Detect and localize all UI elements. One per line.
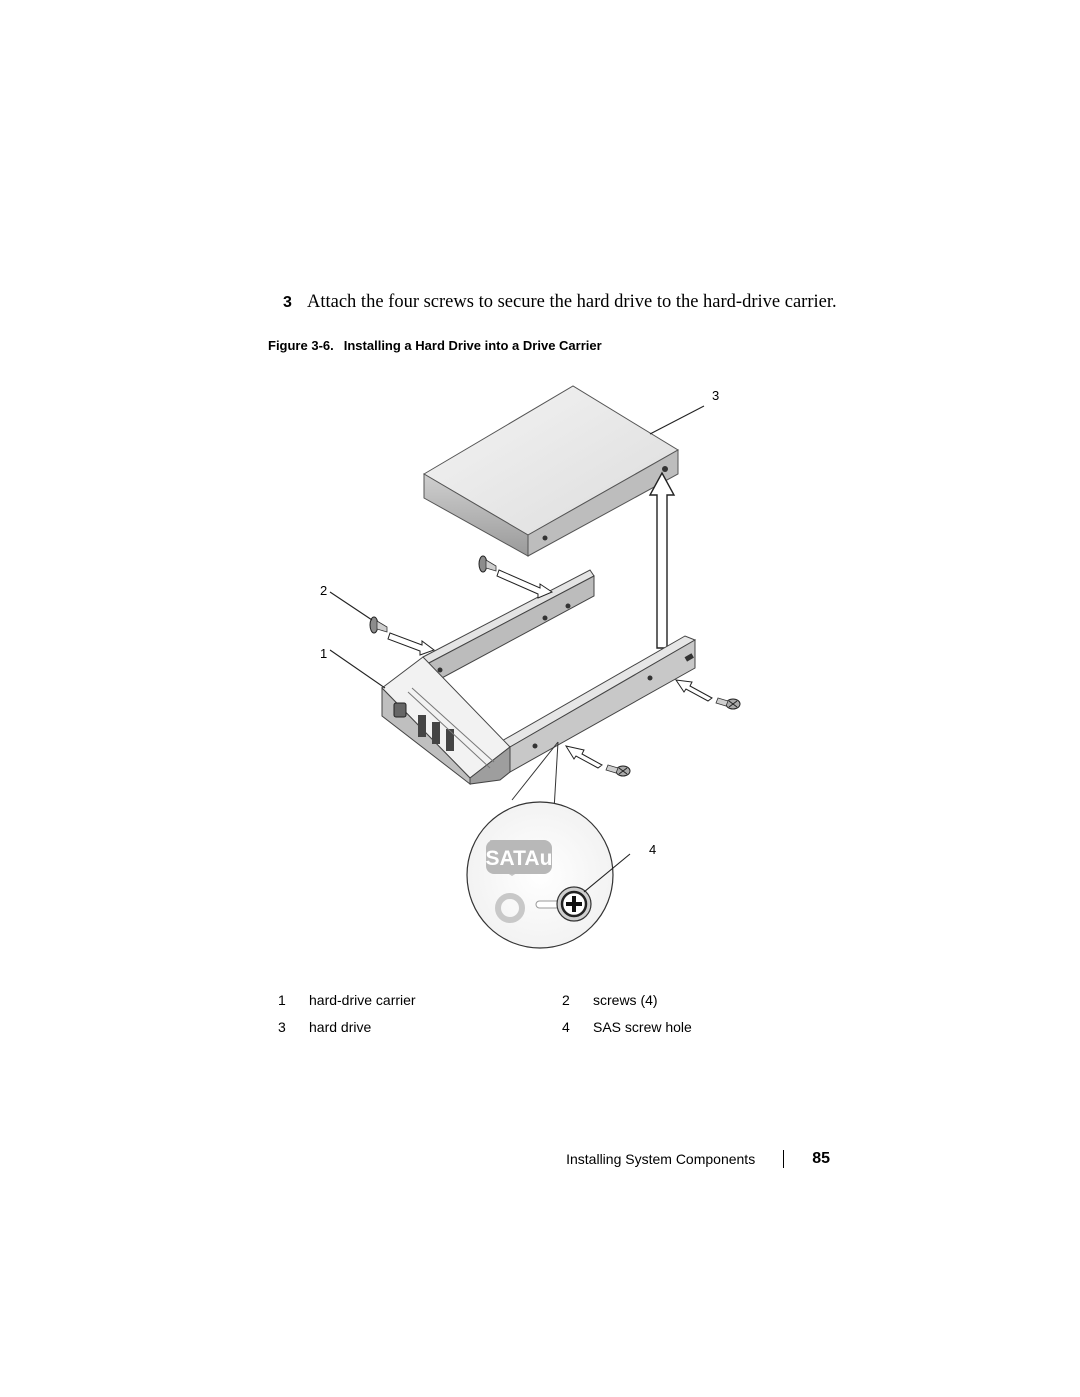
step-text: Attach the four screws to secure the har… xyxy=(307,292,837,312)
screws xyxy=(369,555,741,777)
figure-title: Installing a Hard Drive into a Drive Car… xyxy=(343,338,602,353)
legend-text: hard-drive carrier xyxy=(309,992,416,1008)
hard-drive xyxy=(423,385,679,557)
footer-divider xyxy=(783,1150,785,1168)
legend-number: 1 xyxy=(278,992,286,1008)
page-number: 85 xyxy=(812,1150,830,1167)
legend-row: 1 hard-drive carrier 2 screws (4) xyxy=(278,992,738,1019)
callout-2: 2 xyxy=(320,583,327,598)
satau-label: SATAu xyxy=(486,847,553,870)
legend-text: screws (4) xyxy=(593,992,658,1008)
legend-number: 4 xyxy=(562,1019,570,1035)
footer-section-title: Installing System Components xyxy=(566,1151,756,1167)
legend-row: 3 hard drive 4 SAS screw hole xyxy=(278,1019,738,1046)
callout-1: 1 xyxy=(320,646,327,661)
figure-caption: Figure 3-6. Installing a Hard Drive into … xyxy=(268,338,602,353)
page-footer: Installing System Components 85 xyxy=(566,1150,830,1168)
figure-label: Figure 3-6. xyxy=(268,338,334,353)
legend-text: hard drive xyxy=(309,1019,372,1035)
callout-leaders xyxy=(329,405,705,893)
illustration-svg: SATAu 1 2 3 4 xyxy=(320,385,741,949)
insertion-arrow xyxy=(648,471,676,649)
legend-text: SAS screw hole xyxy=(593,1019,692,1035)
callout-3: 3 xyxy=(712,388,719,403)
legend-number: 2 xyxy=(562,992,570,1008)
figure-legend: 1 hard-drive carrier 2 screws (4) 3 hard… xyxy=(278,992,738,1046)
legend-number: 3 xyxy=(278,1019,286,1035)
step-number: 3 xyxy=(283,294,292,311)
callout-4: 4 xyxy=(649,842,656,857)
hard-drive-carrier xyxy=(381,569,697,786)
step-3: 3 Attach the four screws to secure the ha… xyxy=(283,290,843,315)
hard-drive-installation-illustration: SATAu 1 2 3 4 xyxy=(300,370,760,970)
sas-screw-hole-detail: SATAu xyxy=(466,741,614,949)
